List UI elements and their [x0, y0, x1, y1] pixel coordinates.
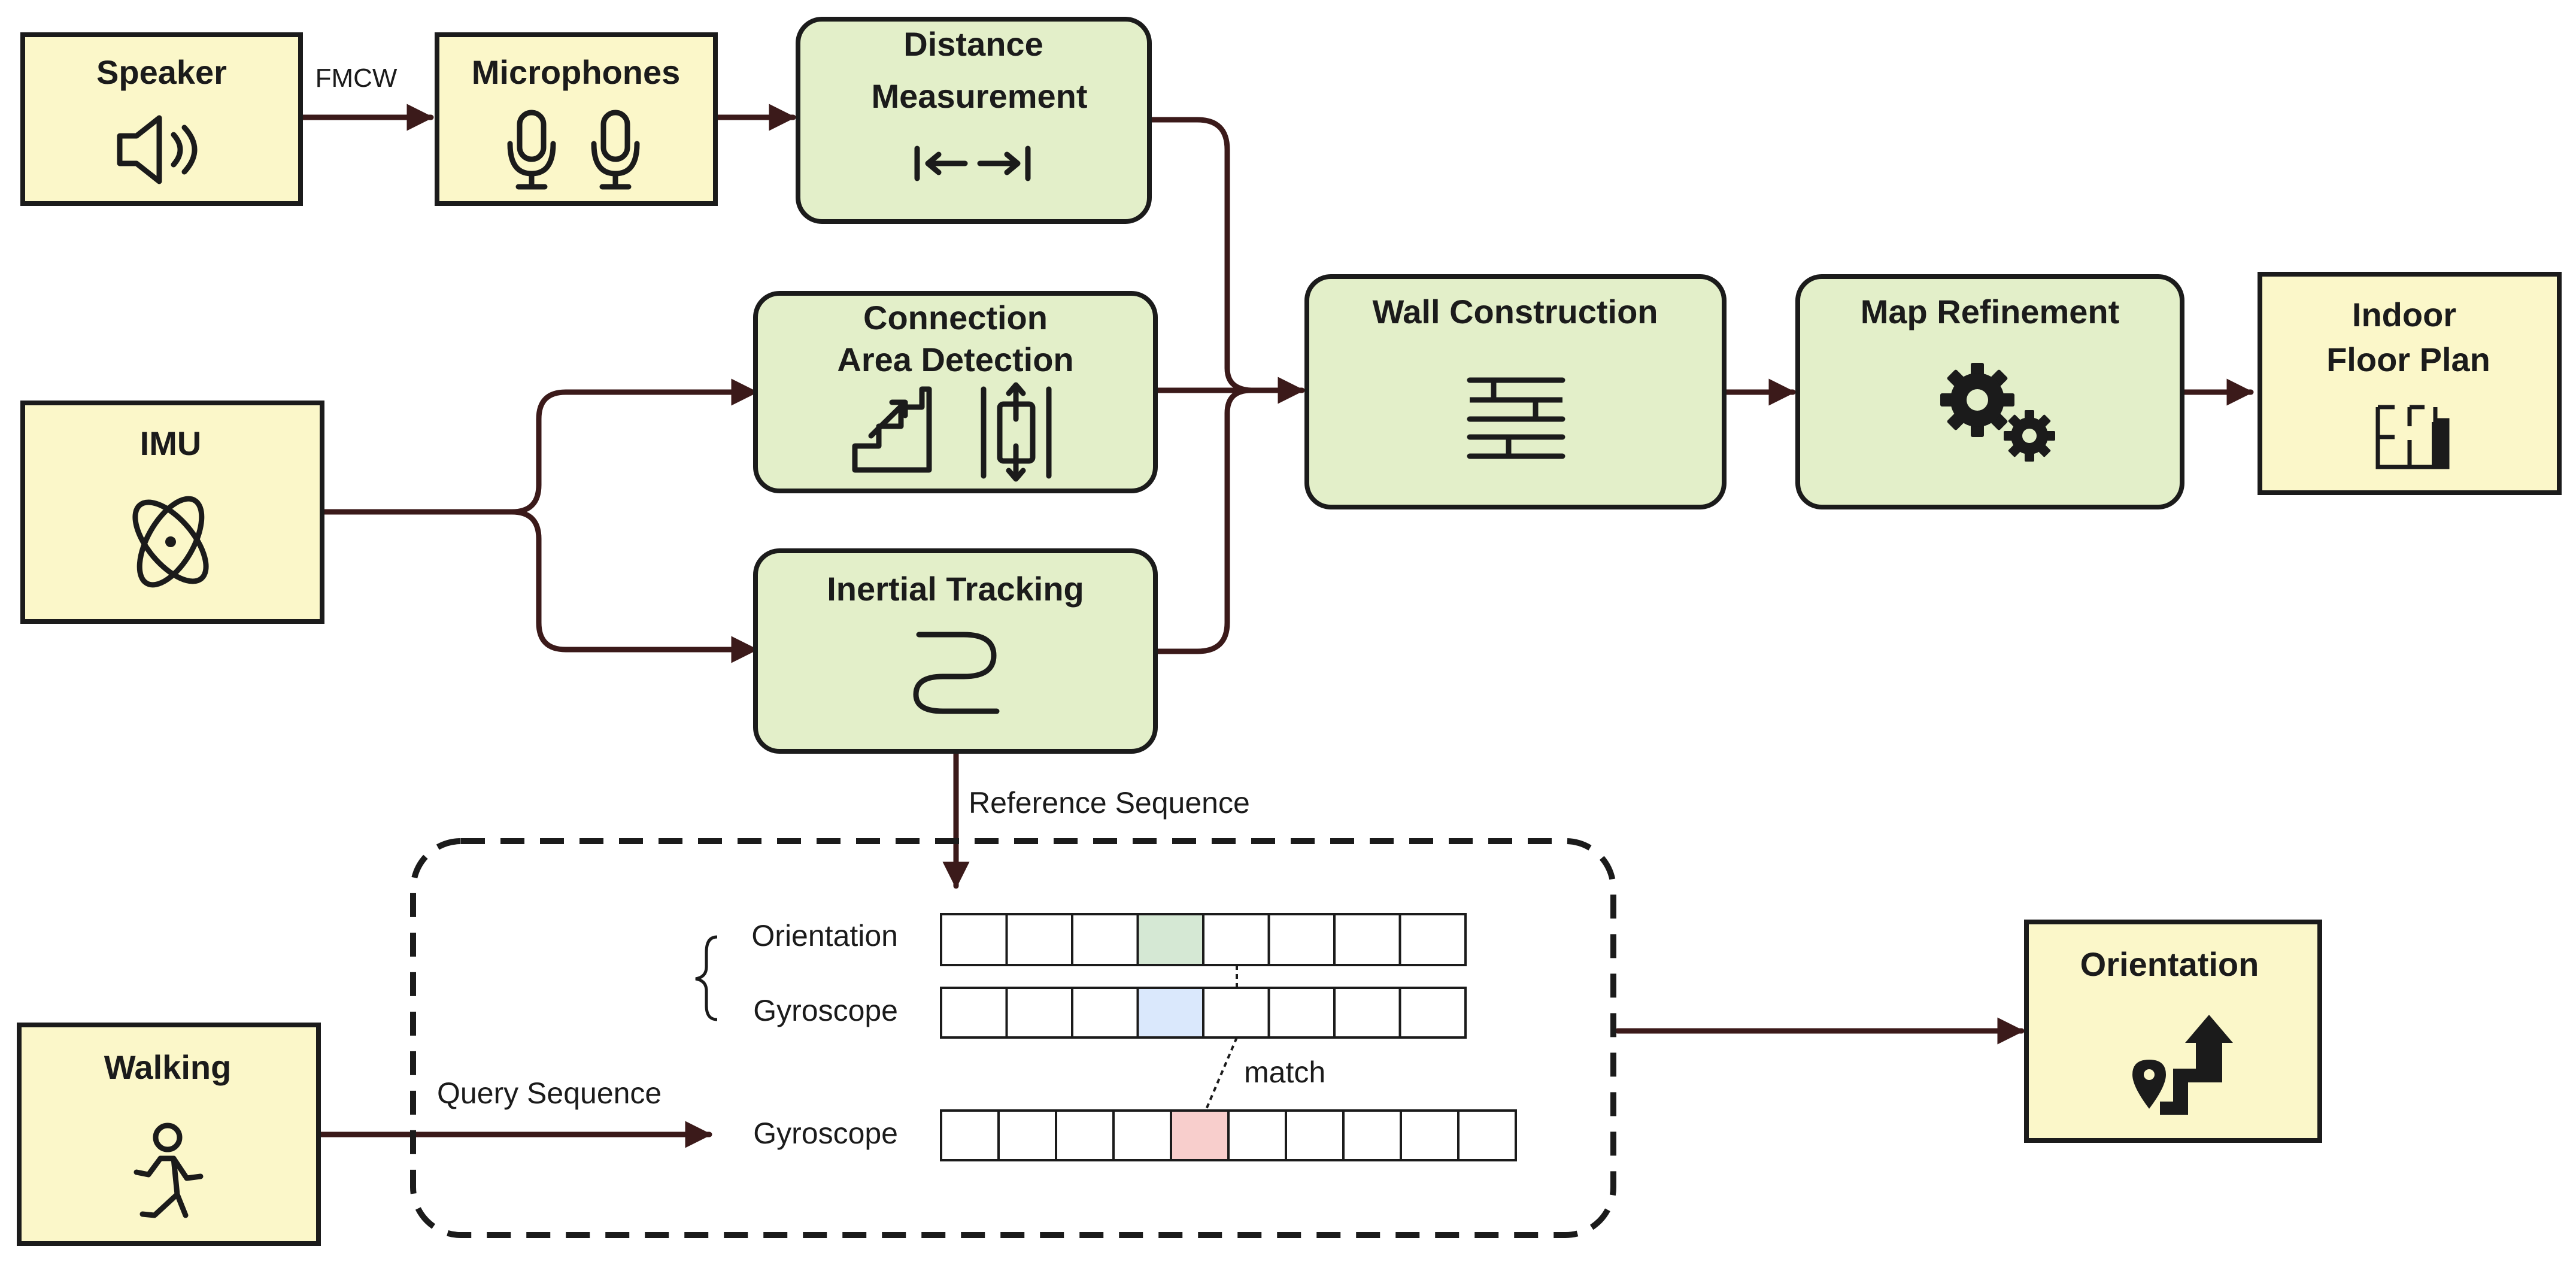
edges	[298, 104, 2254, 1148]
gyro-ref-seq-cell	[1398, 987, 1467, 1039]
gyro-ref-seq-cell	[1267, 987, 1336, 1039]
microphones-title: Microphones	[472, 53, 680, 91]
wall-node: Wall Construction	[1304, 274, 1727, 509]
speaker-node: Speaker	[20, 32, 303, 206]
orientation-seq-highlight-cell	[1136, 913, 1204, 966]
sequence-brace	[695, 935, 718, 1021]
gyro-query-seq-cell	[1342, 1109, 1402, 1161]
matching-dashed-border	[410, 838, 1616, 1238]
orientation-seq-cell	[1333, 913, 1401, 966]
gyro-query-seq-cell	[1112, 1109, 1172, 1161]
walking-person-icon	[133, 1123, 204, 1218]
walking-node: Walking	[17, 1023, 321, 1246]
sequence-matching-block: Orientation Gyroscope Gyroscope match	[410, 838, 1616, 1238]
distance-node: Distance Measurement	[796, 17, 1152, 224]
gyro-query-seq-cell	[1457, 1109, 1517, 1161]
microphones-node: Microphones	[435, 32, 718, 206]
trajectory-icon	[913, 632, 1000, 714]
route-icon	[2132, 1015, 2233, 1115]
gyroscope-query-cells	[940, 1109, 1517, 1161]
gyro-ref-seq-cell	[1333, 987, 1401, 1039]
edge-inertial-wall	[1152, 387, 1254, 654]
floorplan-title-line2: Floor Plan	[2326, 341, 2490, 378]
connection-title-line2: Area Detection	[837, 341, 1073, 378]
distance-title-line2: Measurement	[871, 77, 1087, 115]
inertial-node: Inertial Tracking	[753, 548, 1158, 754]
imu-node: IMU	[20, 401, 324, 624]
elevator-icon	[981, 382, 1052, 482]
wall-box	[1304, 274, 1727, 509]
match-link	[1204, 1037, 1238, 1111]
orbit-icon	[132, 496, 209, 588]
floorplan-node: Indoor Floor Plan	[2258, 272, 2562, 495]
edge-distance-wall	[1146, 117, 1254, 393]
microphones-box	[435, 32, 718, 206]
orientation-seq-cell	[1267, 913, 1336, 966]
distance-icon	[914, 145, 1031, 181]
orientation-seq-cell	[1071, 913, 1139, 966]
gyro-query-seq-highlight-cell	[1170, 1109, 1230, 1161]
edge-label-reference-sequence: Reference Sequence	[969, 786, 1250, 820]
floorplan-title-line1: Indoor	[2352, 296, 2456, 333]
gears-icon	[1940, 363, 2055, 462]
gyro-query-seq-cell	[1400, 1109, 1460, 1161]
edge-imu-inertial	[320, 509, 758, 663]
inertial-box	[753, 548, 1158, 754]
edge-label-query-sequence: Query Sequence	[437, 1076, 662, 1110]
distance-box	[796, 17, 1152, 224]
stairs-icon	[852, 386, 932, 473]
connection-title-line1: Connection	[863, 299, 1048, 336]
match-label: match	[1244, 1055, 1325, 1089]
gyro-ref-seq-cell	[1005, 987, 1073, 1039]
refine-title: Map Refinement	[1861, 293, 2120, 330]
gyro-query-seq-cell	[1227, 1109, 1287, 1161]
microphone-icon	[507, 110, 640, 190]
gyro-ref-seq-highlight-cell	[1136, 987, 1204, 1039]
walking-title: Walking	[104, 1048, 232, 1086]
edge-label-fmcw: FMCW	[315, 63, 398, 93]
floor-plan-icon	[2375, 405, 2450, 469]
gyro-query-seq-cell	[1055, 1109, 1115, 1161]
orientation-title: Orientation	[2080, 945, 2259, 983]
speaker-title: Speaker	[96, 53, 227, 91]
inertial-title: Inertial Tracking	[827, 570, 1084, 608]
orientation-seq-label: Orientation	[751, 919, 898, 952]
gyro-ref-seq-cell	[940, 987, 1008, 1039]
gyro-ref-seq-cell	[1202, 987, 1270, 1039]
connection-box	[753, 291, 1158, 493]
gyroscope-reference-cells	[940, 987, 1467, 1039]
refine-node: Map Refinement	[1795, 274, 2184, 509]
orientation-seq-cell	[1202, 913, 1270, 966]
speaker-icon	[117, 115, 198, 184]
orientation-sequence-cells	[940, 913, 1467, 966]
floorplan-box	[2258, 272, 2562, 495]
gyro-query-seq-cell	[940, 1109, 1000, 1161]
connection-node: Connection Area Detection	[753, 291, 1158, 493]
wall-title: Wall Construction	[1372, 293, 1658, 330]
orientation-node: Orientation	[2024, 920, 2322, 1143]
wall-icon	[1467, 377, 1565, 459]
orientation-seq-cell	[1398, 913, 1467, 966]
imu-title: IMU	[140, 424, 202, 462]
orientation-seq-cell	[1005, 913, 1073, 966]
gyroscope-query-seq-label: Gyroscope	[753, 1117, 898, 1150]
gyro-query-seq-cell	[997, 1109, 1057, 1161]
edge-imu-connection	[320, 378, 758, 515]
gyroscope-ref-seq-label: Gyroscope	[753, 994, 898, 1027]
distance-title-line1: Distance	[903, 25, 1043, 63]
gyro-ref-seq-cell	[1071, 987, 1139, 1039]
orientation-seq-cell	[940, 913, 1008, 966]
walking-box	[17, 1023, 321, 1246]
gyro-query-seq-cell	[1285, 1109, 1345, 1161]
